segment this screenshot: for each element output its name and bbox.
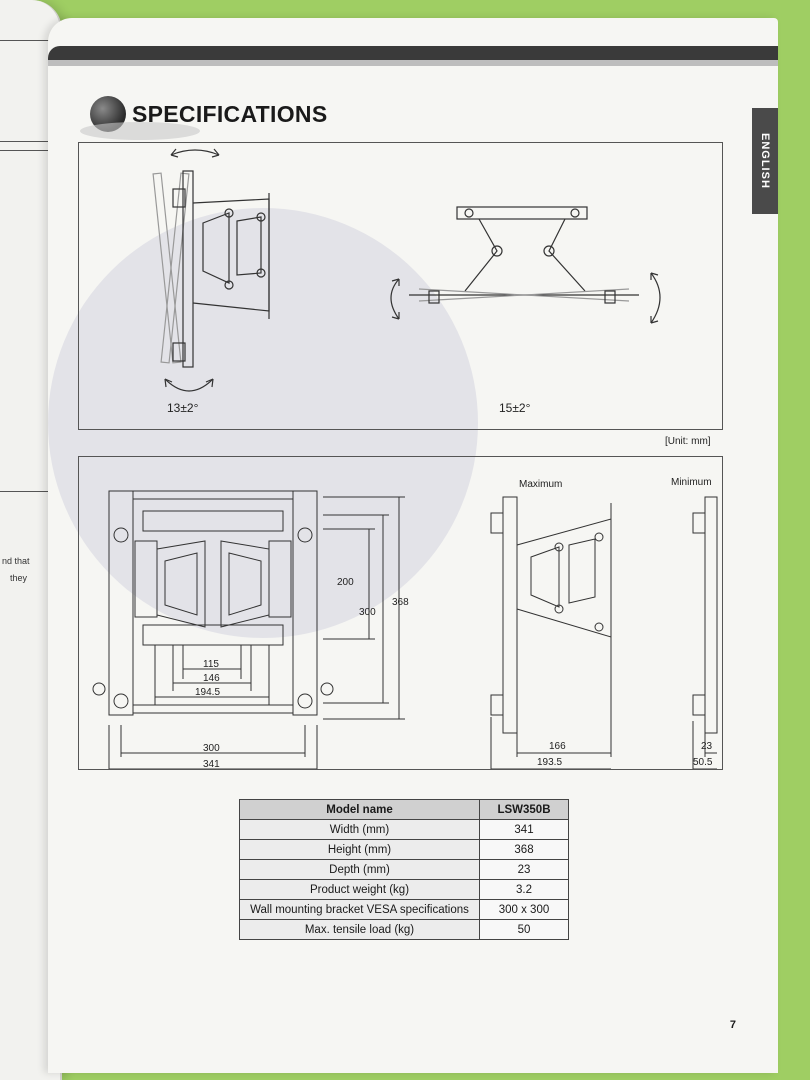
dimension-368: 368 — [392, 597, 409, 608]
tilt-panel: 13±2° 15±2° — [78, 142, 723, 430]
vertical-tilt-drawing — [152, 148, 270, 392]
top-bar-shadow — [48, 60, 778, 66]
table-cell-value: 300 x 300 — [479, 899, 569, 920]
dimension-200: 200 — [337, 577, 354, 588]
dimension-115: 115 — [203, 659, 219, 670]
minimum-label: Minimum — [671, 477, 712, 488]
header-swoosh — [80, 122, 200, 140]
horizontal-tilt-drawing — [390, 206, 661, 324]
table-cell-key: Max. tensile load (kg) — [239, 919, 480, 940]
horizontal-tilt-angle: 15±2° — [499, 401, 531, 415]
left-page-fragment: they — [10, 573, 28, 583]
side-view-maximum-drawing — [490, 496, 612, 769]
dimensions-panel: Maximum Minimum 115 146 194.5 300 341 20… — [78, 456, 723, 770]
curved-arrow-icon — [170, 149, 220, 156]
table-cell-value: 368 — [479, 839, 569, 860]
dimension-300-width: 300 — [203, 743, 220, 754]
table-cell-value: 23 — [479, 859, 569, 880]
table-row: Depth (mm) 23 — [239, 859, 569, 880]
table-cell-key: Height (mm) — [239, 839, 480, 860]
dimension-341: 341 — [203, 759, 220, 770]
left-page-fragment: nd that — [2, 556, 30, 566]
top-bar — [48, 46, 778, 60]
table-row: Max. tensile load (kg) 50 — [239, 919, 569, 940]
side-view-minimum-drawing — [692, 496, 718, 769]
table-header-value: LSW350B — [479, 799, 569, 820]
right-rail — [292, 490, 318, 716]
dimension-166: 166 — [549, 741, 566, 752]
dimension-300-height: 300 — [359, 607, 376, 618]
section-header: SPECIFICATIONS — [80, 96, 328, 140]
dimension-193-5: 193.5 — [537, 757, 563, 768]
dimension-drawings — [92, 490, 718, 769]
curved-arrow-icon — [390, 278, 400, 320]
language-tab: ENGLISH — [752, 108, 778, 214]
table-row: Product weight (kg) 3.2 — [239, 879, 569, 900]
table-cell-key: Depth (mm) — [239, 859, 480, 880]
table-cell-value: 341 — [479, 819, 569, 840]
page-title: SPECIFICATIONS — [132, 100, 328, 127]
language-tab-label: ENGLISH — [759, 133, 771, 189]
background-circle — [48, 208, 478, 638]
page-number: 7 — [729, 1019, 736, 1031]
vertical-tilt-angle: 13±2° — [167, 401, 199, 415]
dimension-23: 23 — [701, 741, 713, 752]
table-cell-key: Wall mounting bracket VESA specification… — [239, 899, 480, 920]
dimension-146: 146 — [203, 673, 220, 684]
manual-page: SPECIFICATIONS ENGLISH — [48, 18, 778, 1073]
unit-label: [Unit: mm] — [665, 436, 711, 447]
maximum-label: Maximum — [519, 479, 563, 490]
table-cell-value: 50 — [479, 919, 569, 940]
dimension-50-5: 50.5 — [693, 757, 713, 768]
table-cell-value: 3.2 — [479, 879, 569, 900]
table-row: Width (mm) 341 — [239, 819, 569, 840]
dimension-194-5: 194.5 — [195, 687, 221, 698]
front-view-drawing — [92, 490, 405, 769]
table-cell-key: Width (mm) — [239, 819, 480, 840]
table-header-key: Model name — [239, 799, 480, 820]
specifications-table: Model name LSW350B Width (mm) 341 Height… — [239, 799, 569, 940]
curved-arrow-icon — [164, 378, 214, 392]
curved-arrow-icon — [650, 272, 661, 324]
table-header-row: Model name LSW350B — [239, 799, 569, 820]
tilt-illustrations — [152, 148, 661, 392]
table-row: Wall mounting bracket VESA specification… — [239, 899, 569, 920]
table-cell-key: Product weight (kg) — [239, 879, 480, 900]
table-row: Height (mm) 368 — [239, 839, 569, 860]
left-rail — [108, 490, 134, 716]
